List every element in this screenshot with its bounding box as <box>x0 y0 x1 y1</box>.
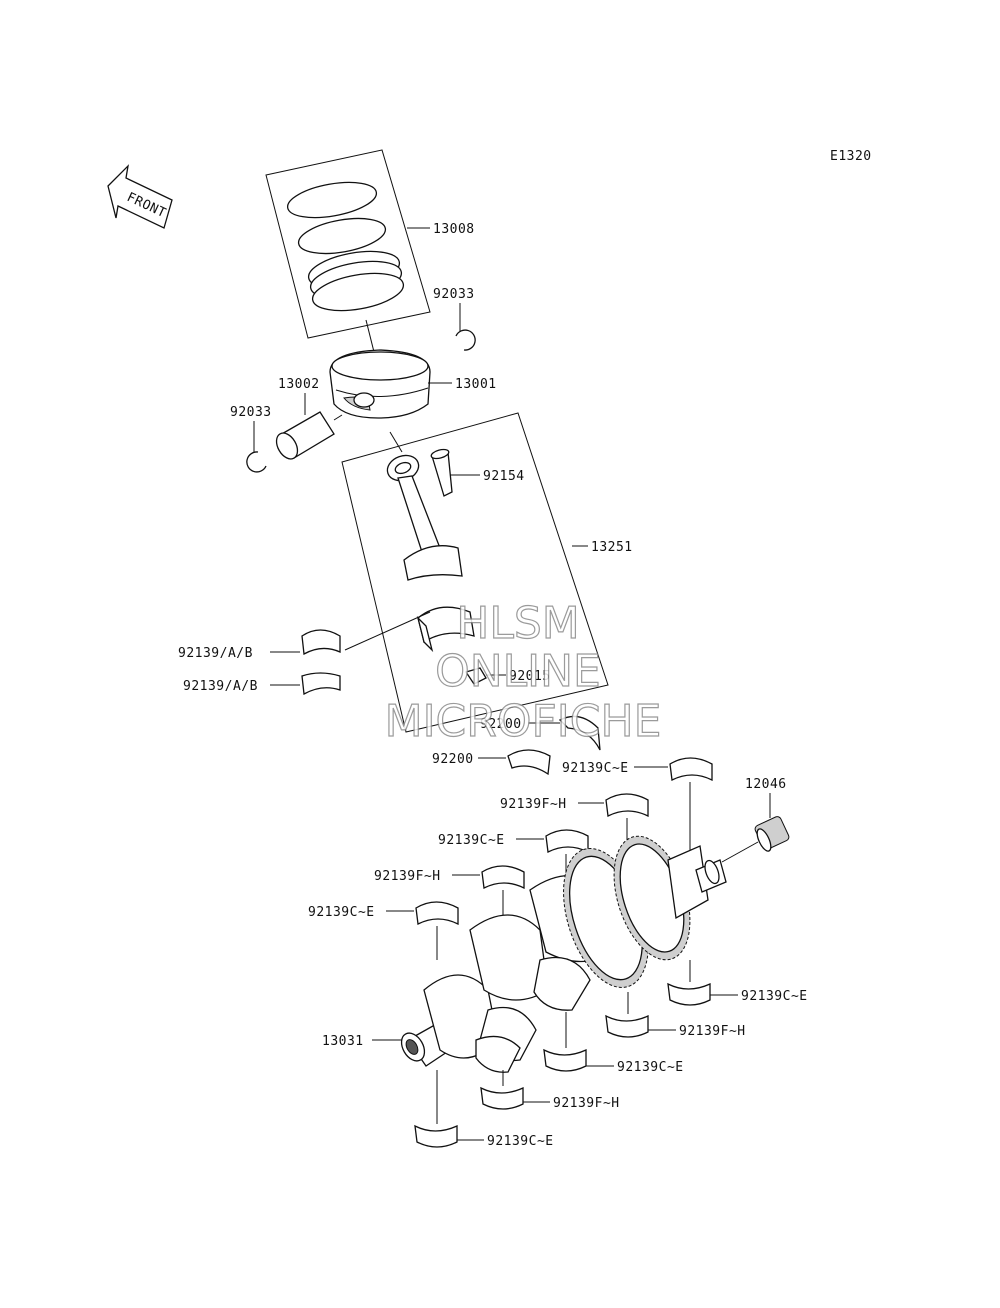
label-12046: 12046 <box>745 777 787 792</box>
piston <box>329 349 431 419</box>
label-92139ce-1: 92139C~E <box>562 761 629 776</box>
conrod-bearing-lower <box>301 672 341 696</box>
watermark-line-3: MICROFICHE <box>385 696 662 747</box>
label-92139ce-4: 92139C~E <box>741 989 808 1004</box>
label-92033-upper: 92033 <box>433 287 475 302</box>
label-92139ab-upper: 92139/A/B <box>178 646 253 661</box>
label-92139fh-4: 92139F~H <box>553 1096 620 1111</box>
main-bearing-5 <box>415 901 459 926</box>
label-92139ce-6: 92139C~E <box>487 1134 554 1149</box>
label-92200-lower: 92200 <box>432 752 474 767</box>
label-13001: 13001 <box>455 377 497 392</box>
conrod-bearing-upper <box>301 629 341 656</box>
label-92139fh-3: 92139F~H <box>679 1024 746 1039</box>
diagram-code: E1320 <box>830 149 872 164</box>
label-13251: 13251 <box>591 540 633 555</box>
main-bearing-2 <box>605 793 649 818</box>
label-92139ce-5: 92139C~E <box>617 1060 684 1075</box>
connecting-rod-nut <box>464 667 487 685</box>
main-bearing-7 <box>605 1014 649 1038</box>
crankshaft-gears <box>563 835 727 988</box>
main-bearing-6 <box>667 982 711 1006</box>
label-92015: 92015 <box>509 669 551 684</box>
label-92139ce-3: 92139C~E <box>308 905 375 920</box>
label-92139fh-2: 92139F~H <box>374 869 441 884</box>
main-bearing-4 <box>481 865 525 890</box>
label-92139ab-lower: 92139/A/B <box>183 679 258 694</box>
label-92139fh-1: 92139F~H <box>500 797 567 812</box>
main-bearing-8 <box>543 1048 587 1072</box>
connecting-rod-cap <box>416 606 475 653</box>
thrust-washer-upper <box>558 715 601 751</box>
watermark-line-2: ONLINE <box>435 646 601 697</box>
needle-bearing <box>754 816 790 852</box>
front-arrow-icon: FRONT <box>107 164 173 229</box>
piston-pin <box>275 411 335 460</box>
label-92154: 92154 <box>483 469 525 484</box>
watermark-line-1: HLSM <box>456 598 580 649</box>
main-bearing-1 <box>669 757 713 782</box>
watermark: HLSM ONLINE MICROFICHE <box>384 597 662 747</box>
main-bearing-3 <box>545 829 589 854</box>
label-92139ce-2: 92139C~E <box>438 833 505 848</box>
label-13008: 13008 <box>433 222 475 237</box>
main-bearing-9 <box>480 1086 524 1110</box>
piston-rings <box>286 181 405 312</box>
label-92200-upper: 92200 <box>480 717 522 732</box>
connecting-rod-frame <box>341 412 609 733</box>
label-13002: 13002 <box>278 377 320 392</box>
connecting-rod-bolt <box>430 448 453 497</box>
label-92033-lower: 92033 <box>230 405 272 420</box>
label-13031: 13031 <box>322 1034 364 1049</box>
connecting-rod <box>386 454 463 581</box>
piston-pin-clip-lower <box>246 451 267 473</box>
piston-ring-set-frame <box>265 149 431 339</box>
piston-pin-clip-upper <box>455 329 476 351</box>
thrust-washer-lower <box>507 749 551 776</box>
main-bearing-10 <box>414 1124 458 1148</box>
